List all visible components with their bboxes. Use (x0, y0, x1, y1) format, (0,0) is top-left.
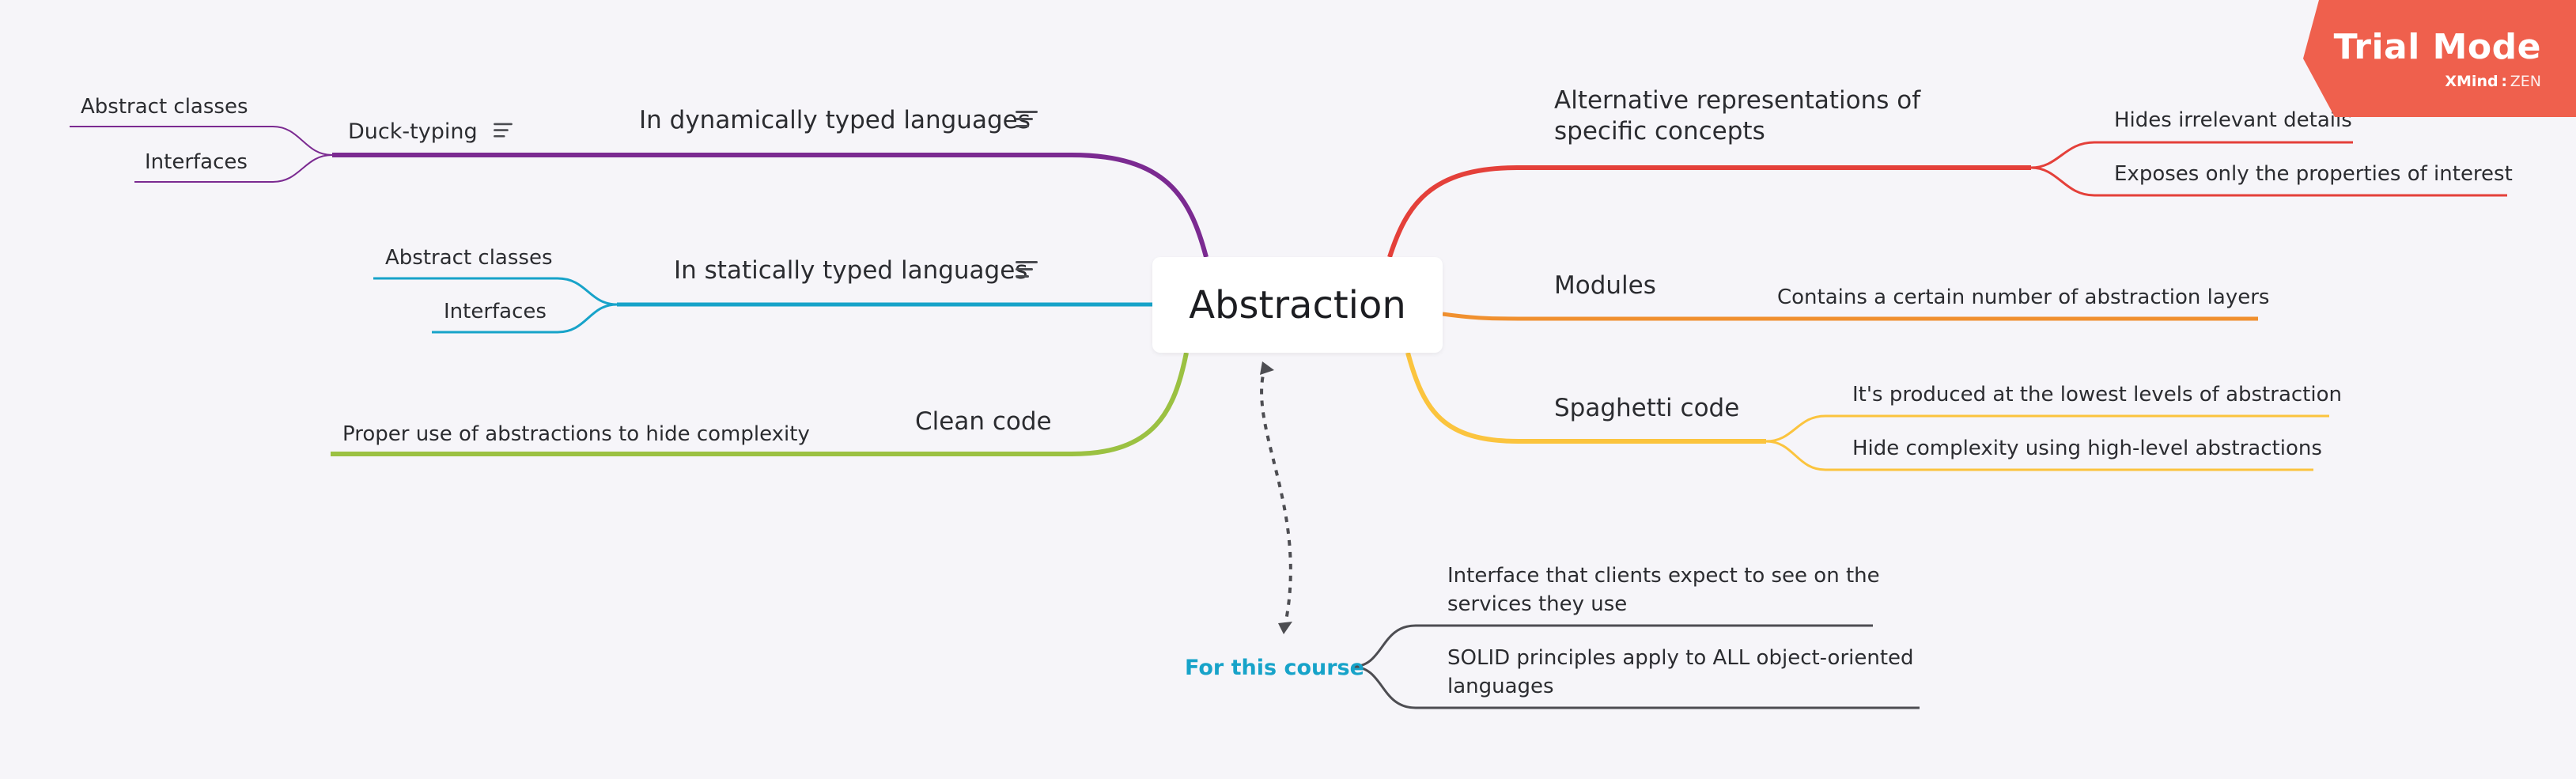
topic-exposes-properties[interactable]: Exposes only the properties of interest (2114, 162, 2513, 186)
notes-icon[interactable] (1016, 111, 1038, 128)
connector-dynamic (332, 153, 1209, 258)
connector-modules (1442, 312, 2258, 321)
topic-proper-use[interactable]: Proper use of abstractions to hide compl… (342, 422, 810, 446)
notes-icon[interactable] (494, 123, 513, 138)
xmind-logo: XMind : ZEN (2445, 73, 2541, 90)
topic-lowest-levels[interactable]: It's produced at the lowest levels of ab… (1852, 383, 2342, 407)
floating-topic-course[interactable]: For this course (1185, 656, 1364, 680)
topic-dynamically-typed[interactable]: In dynamically typed languages (639, 106, 1031, 134)
connector-alternative (1387, 165, 2031, 258)
notes-icon[interactable] (1016, 261, 1038, 278)
topic-client-interface[interactable]: Interface that clients expect to see on … (1447, 564, 1880, 616)
topic-solid-principles[interactable]: SOLID principles apply to ALL object-ori… (1447, 646, 1914, 698)
topic-interfaces[interactable]: Interfaces (444, 300, 547, 323)
badge-shape (2303, 0, 2576, 117)
topic-abstract-classes[interactable]: Abstract classes (81, 95, 248, 119)
topic-abstract-classes[interactable]: Abstract classes (385, 246, 553, 270)
topic-interfaces[interactable]: Interfaces (145, 150, 248, 174)
connector-spaghetti (1405, 352, 1766, 444)
topic-modules[interactable]: Modules (1554, 271, 1656, 300)
topic-abstraction-layers[interactable]: Contains a certain number of abstraction… (1777, 286, 2270, 309)
trial-mode-badge[interactable]: Trial Mode XMind : ZEN (2303, 0, 2576, 117)
brand-name: XMind (2445, 73, 2498, 90)
topic-clean-code[interactable]: Clean code (915, 407, 1052, 436)
topic-duck-typing[interactable]: Duck-typing (348, 119, 478, 144)
relationship-arrow (1260, 365, 1292, 626)
topic-spaghetti-code[interactable]: Spaghetti code (1554, 394, 1740, 422)
topic-hides-irrelevant[interactable]: Hides irrelevant details (2114, 108, 2352, 132)
topic-alternative-representations[interactable]: Alternative representations of specific … (1554, 86, 1921, 146)
trial-mode-title: Trial Mode (2333, 27, 2541, 67)
topic-high-level[interactable]: Hide complexity using high-level abstrac… (1852, 437, 2322, 460)
central-topic[interactable]: Abstraction (1152, 257, 1443, 353)
connector-clean (331, 352, 1189, 456)
edition-name: ZEN (2510, 73, 2541, 90)
topic-statically-typed[interactable]: In statically typed languages (674, 256, 1028, 285)
